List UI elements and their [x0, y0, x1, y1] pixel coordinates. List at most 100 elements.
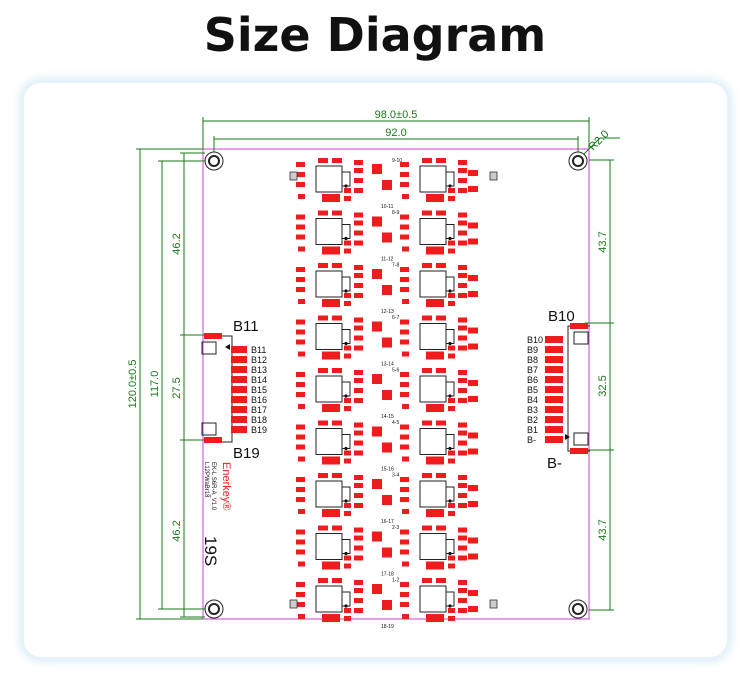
cell-label: 18-19	[381, 624, 394, 630]
pcb-component-area	[289, 158, 498, 622]
right-pin-pad	[545, 436, 563, 443]
right-pin-label: B6	[527, 375, 538, 385]
brand-logo: Enerkey®	[220, 462, 232, 510]
left-pin-label: B19	[251, 425, 267, 435]
left-mid-dim-label: 27.5	[171, 377, 183, 398]
left-connector-top-label: B11	[233, 318, 259, 335]
left-bottom-dim-label: 46.2	[171, 520, 183, 541]
right-mid-dim-label: 32.5	[597, 375, 609, 396]
balance-channel-block	[296, 578, 363, 622]
cell-label: 10-11	[381, 204, 394, 210]
right-pin-label: B4	[527, 395, 538, 405]
left-pin-label: B17	[251, 405, 267, 415]
left-pin-pad	[231, 416, 247, 423]
balance-channel-block	[296, 263, 363, 307]
left-top-dim-label: 46.2	[171, 233, 183, 254]
overall-height-label: 120.0±0.5	[127, 360, 139, 409]
cell-label: 13-14	[381, 362, 394, 368]
right-pin-pad	[545, 426, 563, 433]
hole-span-height-label: 117.0	[149, 371, 161, 398]
cell-label: 16-17	[381, 519, 394, 525]
right-connector-bottom-label: B-	[547, 455, 562, 472]
balance-channel-block	[400, 315, 467, 360]
cell-label: 2-3	[392, 525, 399, 531]
left-pin-pad	[231, 366, 247, 373]
right-pin-label: B1	[527, 425, 538, 435]
left-pin-label: B13	[251, 365, 267, 375]
balance-channel-block	[296, 368, 363, 412]
cell-label: 4-5	[392, 420, 399, 426]
right-pin-label: B9	[527, 345, 538, 355]
right-pin-pad	[545, 336, 563, 343]
cell-label: 12-13	[381, 309, 394, 315]
balance-channel-block	[296, 473, 363, 517]
left-pin-pad	[231, 386, 247, 393]
left-pin-label: B16	[251, 395, 267, 405]
balance-channel-block	[400, 525, 467, 570]
right-connector-top-label: B10	[548, 308, 575, 325]
right-pin-pad	[545, 396, 563, 403]
right-pin-pad	[545, 416, 563, 423]
cell-label: 9-10	[392, 158, 402, 164]
left-pin-label: B15	[251, 385, 267, 395]
balance-channel-block	[296, 210, 363, 255]
left-pin-label: B14	[251, 375, 267, 385]
right-pin-label: B5	[527, 385, 538, 395]
page-title: Size Diagram	[203, 8, 547, 62]
cell-label: 15-16	[381, 467, 394, 473]
cell-label: 8-9	[392, 210, 399, 216]
right-pin-pad	[545, 356, 563, 363]
cell-label: 14-15	[381, 414, 394, 420]
left-pin-label: B18	[251, 415, 267, 425]
balance-channel-block	[400, 578, 467, 622]
right-pin-label: B3	[527, 405, 538, 415]
right-top-dim-label: 43.7	[597, 231, 609, 252]
left-pin-label: B11	[251, 345, 266, 355]
cell-label: 11-12	[381, 257, 394, 263]
cell-label: 5-6	[392, 368, 399, 374]
balance-channel-block	[400, 158, 467, 202]
left-pin-pad	[231, 346, 247, 353]
left-pin-pad	[231, 356, 247, 363]
right-pin-pad	[545, 366, 563, 373]
board-model-text: EK-L S6R-A_V1.0	[210, 462, 216, 511]
balance-channel-block	[296, 525, 363, 570]
balance-channel-block	[400, 368, 467, 412]
balance-channel-block	[400, 210, 467, 255]
cell-label: 1-2	[392, 578, 399, 584]
right-pin-pad	[545, 386, 563, 393]
balance-channel-block	[296, 158, 363, 202]
cell-label: 7-8	[392, 263, 399, 269]
balance-channel-block	[296, 420, 363, 465]
balance-channel-block	[400, 473, 467, 517]
right-bottom-dim-label: 43.7	[597, 519, 609, 540]
board-outline	[202, 148, 590, 620]
overall-width-label: 98.0±0.5	[375, 109, 418, 121]
right-pin-label: B8	[527, 355, 538, 365]
right-pin-label: B7	[527, 365, 538, 375]
hole-span-width-label: 92.0	[385, 127, 406, 139]
cell-labels: 9-10 10-118-9 11-127-8 12-136-7 13-145-6 14-1…	[381, 158, 402, 630]
left-pin-pad	[231, 426, 247, 433]
right-pin-label: B10	[527, 335, 543, 345]
dimension-lines	[136, 117, 620, 620]
balance-channel-block	[296, 315, 363, 360]
left-pin-label: B12	[251, 355, 267, 365]
left-connector-bottom-label: B19	[233, 445, 260, 462]
cell-label: 3-4	[392, 473, 399, 479]
right-pin-pad	[545, 406, 563, 413]
left-pin-pad	[231, 376, 247, 383]
series-label: 19S	[201, 536, 220, 566]
right-pin-pad	[545, 346, 563, 353]
right-pin-pad	[545, 376, 563, 383]
board-date-text: L12PWaBr18	[203, 462, 209, 498]
mounting-holes	[204, 151, 588, 619]
balance-channel-block	[400, 263, 467, 307]
cell-label: 17-18	[381, 572, 394, 578]
balance-channel-block	[400, 420, 467, 465]
cell-label: 6-7	[392, 315, 399, 321]
right-pin-label: B2	[527, 415, 538, 425]
